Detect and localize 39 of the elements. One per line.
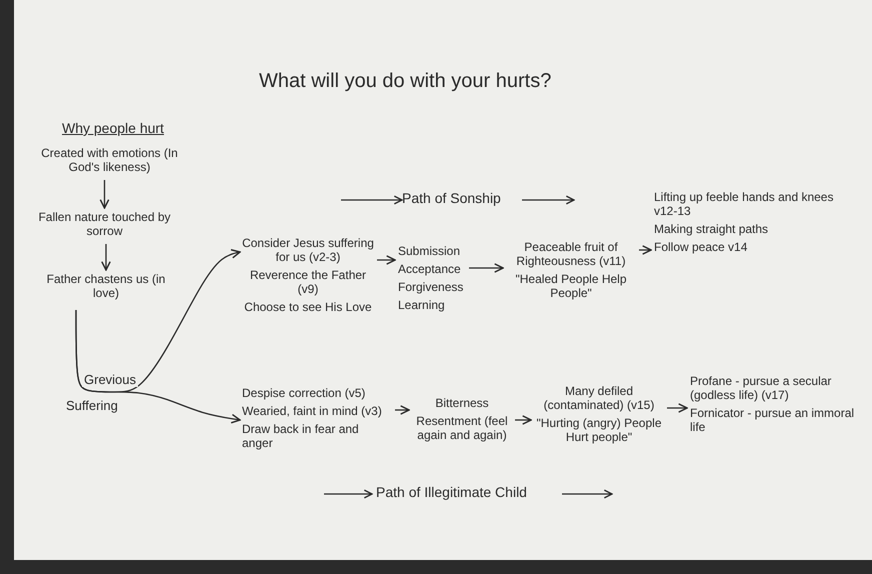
arrow	[515, 415, 532, 425]
arrow	[395, 405, 410, 415]
handwritten-note: Created with emotions (In God's likeness)	[40, 146, 179, 174]
handwritten-note: Wearied, faint in mind (v3)	[242, 404, 383, 418]
arrow	[100, 180, 110, 209]
handwritten-note: Choose to see His Love	[243, 300, 373, 314]
handwritten-note: Acceptance	[398, 262, 462, 276]
arrow	[377, 255, 396, 265]
handwritten-note: Follow peace v14	[654, 240, 748, 254]
heading: Why people hurt	[62, 120, 164, 136]
handwritten-note: Draw back in fear and anger	[242, 422, 360, 450]
handwritten-note: Fallen nature touched by sorrow	[37, 210, 172, 238]
handwritten-note: Forgiveness	[398, 280, 464, 294]
arrow	[469, 263, 504, 273]
handwritten-note: Consider Jesus suffering for us (v2-3)	[242, 236, 374, 264]
arrow	[667, 403, 688, 413]
handwritten-note: Resentment (feel again and again)	[415, 414, 509, 442]
handwritten-note: Profane - pursue a secular (godless life) (v17)	[690, 374, 832, 402]
path-label: Path of Illegitimate Child	[376, 484, 527, 500]
arrow	[639, 245, 652, 255]
handwritten-note: Despise correction (v5)	[242, 386, 366, 400]
arrow	[75, 310, 241, 424]
handwritten-note: Submission	[398, 244, 462, 258]
handwritten-note: Many defiled (contaminated) (v15)	[542, 384, 656, 412]
handwritten-note: "Hurting (angry) People Hurt people"	[536, 416, 662, 444]
handwritten-note: Making straight paths	[654, 222, 770, 236]
handwritten-note: Peaceable fruit of Righteousness (v11)	[515, 240, 627, 268]
edge-label: Grevious	[82, 372, 138, 387]
title: What will you do with your hurts?	[259, 70, 552, 93]
arrow	[101, 244, 111, 271]
handwritten-note: Father chastens us (in love)	[46, 272, 166, 300]
edge-label: Suffering	[64, 398, 120, 413]
handwritten-note: Learning	[398, 298, 446, 312]
handwritten-note: Reverence the Father (v9)	[248, 268, 368, 296]
handwritten-note: Lifting up feeble hands and knees v12-13	[654, 190, 834, 218]
handwritten-note: Bitterness	[434, 396, 490, 410]
path-label: Path of Sonship	[402, 190, 501, 206]
handwritten-note: "Healed People Help People"	[514, 272, 628, 300]
handwritten-note: Fornicator - pursue an immoral life	[690, 406, 856, 434]
